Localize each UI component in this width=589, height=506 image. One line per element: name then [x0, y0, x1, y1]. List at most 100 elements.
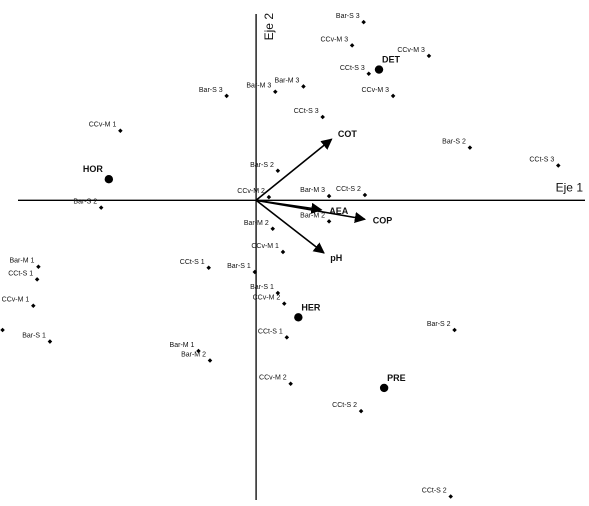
data-point: Bar-M 3	[275, 77, 306, 89]
point-label: Bar-S 2	[250, 162, 274, 169]
group-centroid: PRE	[379, 373, 406, 393]
data-point: Bar-M 1	[0, 327, 5, 333]
data-point: Bar-S 3	[199, 87, 229, 99]
group-centroid: DET	[374, 55, 401, 74]
axes: Eje 1 Eje 2	[18, 13, 585, 500]
point-marker	[98, 205, 104, 210]
point-label: CCv-M 2	[259, 375, 287, 382]
data-point: Bar-S 2	[427, 321, 457, 333]
group-centroid: HOR	[83, 164, 114, 184]
point-marker	[206, 265, 211, 271]
data-point: CCt-S 3	[529, 157, 561, 168]
vector-label: AEA	[329, 206, 349, 216]
point-marker	[349, 43, 355, 48]
point-marker	[273, 89, 278, 94]
vector: COP	[255, 199, 392, 226]
point-marker	[36, 264, 41, 269]
point-label: CCt-S 1	[180, 259, 205, 266]
point-marker	[361, 19, 366, 25]
point-label: CCt-S 1	[258, 328, 283, 335]
point-marker	[390, 93, 396, 99]
data-point: CCt-S 2	[336, 186, 368, 198]
vector-arrow	[255, 199, 367, 224]
data-point: CCv-M 2	[259, 375, 293, 386]
point-marker	[275, 290, 281, 296]
point-label: CCt-S 2	[336, 186, 361, 193]
point-label: CCt-S 3	[294, 108, 319, 115]
point-label: CCv-M 3	[397, 47, 425, 54]
centroid-marker	[379, 383, 389, 393]
point-marker	[326, 219, 332, 224]
point-label: CCt-S 1	[8, 270, 33, 277]
point-label: CCv-M 3	[320, 36, 348, 43]
point-label: CCt-S 2	[422, 488, 447, 495]
point-label: Bar-M 1	[10, 258, 35, 265]
data-point: CCt-S 3	[340, 65, 372, 77]
point-label: Bar-S 1	[227, 263, 251, 270]
data-point: CCt-S 1	[180, 259, 211, 271]
data-point: CCv-M 3	[320, 36, 355, 48]
point-label: Bar-S 1	[22, 333, 46, 340]
y-axis-title: Eje 2	[262, 13, 276, 41]
data-point: CCv-M 1	[2, 297, 36, 308]
point-label: Bar-S 2	[442, 139, 466, 146]
data-point: Bar-S 1	[227, 263, 258, 275]
group-centroids: HOR DET HER PRE	[83, 55, 406, 393]
point-marker	[467, 145, 473, 150]
data-point: CCv-M 1	[89, 122, 123, 133]
point-label: CCv-M 2	[253, 295, 281, 302]
data-point: Bar-S 1	[250, 284, 281, 296]
point-marker	[275, 168, 281, 174]
data-point: Bar-M 1	[170, 342, 201, 354]
vector-label: pH	[330, 253, 342, 263]
data-point: CCt-S 2	[422, 488, 453, 499]
data-point: CCt-S 2	[332, 402, 364, 414]
point-label: Bar-S 3	[199, 87, 223, 94]
group-label: HER	[301, 302, 321, 312]
point-label: CCt-S 3	[340, 65, 365, 72]
data-point: CCv-M 1	[251, 243, 286, 255]
vector-arrow	[255, 199, 325, 254]
point-label: CCt-S 2	[332, 402, 357, 409]
point-marker	[288, 381, 293, 386]
point-label: CCv-M 3	[361, 87, 389, 94]
data-point: CCv-M 3	[397, 47, 432, 59]
point-label: Bar-M 2	[300, 212, 325, 219]
data-points: Bar-S 3 CCv-M 3 CCv-M 3 CCt-S 3 CCv-M 3 Bar-M…	[0, 13, 561, 499]
point-marker	[366, 71, 372, 77]
data-point: Bar-S 2	[250, 162, 281, 174]
point-marker	[224, 93, 229, 99]
point-marker	[266, 194, 272, 200]
point-label: Bar-M 1	[170, 342, 195, 349]
point-label: Bar-S 3	[336, 13, 360, 20]
data-point: CCv-M 3	[361, 87, 396, 99]
data-point: Bar-S 1	[22, 333, 53, 344]
point-marker	[270, 226, 275, 232]
x-axis-title: Eje 1	[556, 180, 584, 194]
point-marker	[362, 192, 368, 198]
point-label: CCv-M 1	[251, 243, 279, 250]
point-marker	[448, 494, 453, 499]
point-marker	[281, 301, 287, 306]
data-point: Bar-S 2	[73, 199, 104, 210]
point-label: Bar-M 2	[244, 220, 269, 227]
data-point: Bar-M 3	[300, 187, 332, 199]
point-label: Bar-S 1	[250, 284, 274, 291]
centroid-marker	[294, 313, 303, 322]
point-marker	[31, 303, 36, 308]
data-point: CCt-S 1	[8, 270, 40, 282]
data-point: Bar-M 2	[181, 352, 213, 363]
vector-arrow	[255, 138, 333, 201]
vector-label: COT	[338, 129, 358, 139]
point-label: Bar-S 2	[427, 321, 451, 328]
point-label: CCv-M 1	[2, 297, 30, 304]
point-marker	[326, 193, 332, 199]
point-label: Bar-M 3	[300, 187, 325, 194]
data-point: Bar-S 2	[442, 139, 473, 150]
group-label: HOR	[83, 164, 104, 174]
group-label: DET	[382, 55, 401, 65]
point-marker	[196, 348, 201, 354]
group-label: PRE	[387, 373, 406, 383]
